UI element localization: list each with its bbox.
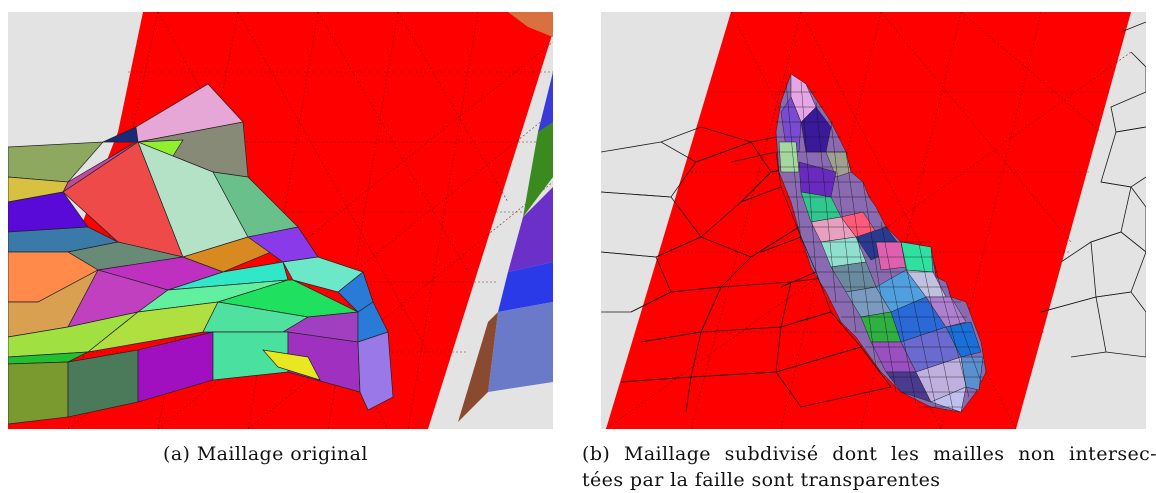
caption-b-text-2: tées par la faille sont transparentes bbox=[582, 469, 941, 491]
original-mesh-image bbox=[8, 12, 553, 429]
caption-a-label: (a) bbox=[163, 443, 191, 465]
caption-b-text-1: Maillage subdivisé dont les mailles non … bbox=[623, 443, 1156, 465]
caption-b-label: (b) bbox=[582, 443, 611, 465]
caption-panel-b: (b) Maillage subdivisé dont les mailles … bbox=[582, 441, 1156, 493]
subdivided-mesh-image bbox=[601, 12, 1146, 429]
caption-a-text: Maillage original bbox=[196, 443, 368, 465]
caption-b-line1: (b) Maillage subdivisé dont les mailles … bbox=[582, 441, 1156, 467]
caption-panel-a: (a) Maillage original bbox=[163, 441, 368, 467]
panel-subdivided-mesh bbox=[601, 12, 1146, 429]
panel-original-mesh bbox=[8, 12, 553, 429]
